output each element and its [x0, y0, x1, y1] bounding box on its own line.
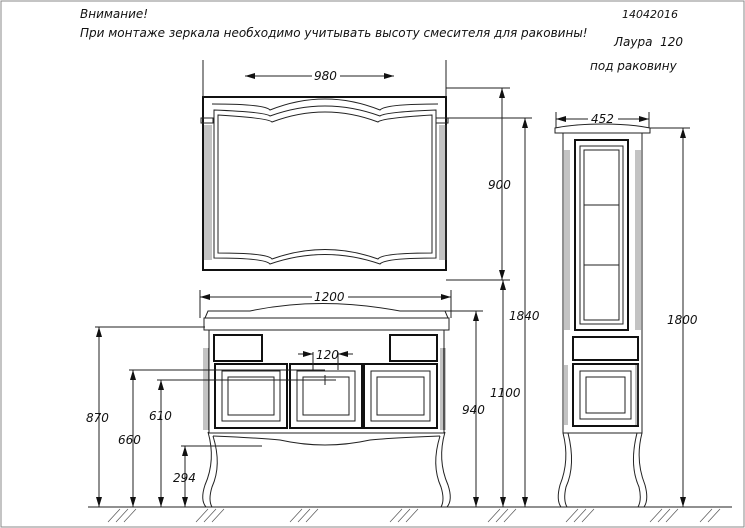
dim-label-452: 452	[591, 112, 614, 126]
dim-column-width: 452	[555, 112, 650, 128]
dim-vanity-height: 940	[400, 310, 485, 507]
dim-label-1200: 1200	[314, 290, 345, 304]
dim-siphon-spacing: 120	[298, 348, 353, 370]
drawing-date: 14042016	[622, 8, 678, 21]
dim-countertop-height: 870	[86, 326, 205, 507]
dim-vanity-width: 1200	[199, 290, 452, 318]
dim-leg-height: 294	[173, 445, 262, 507]
dim-label-1800: 1800	[667, 313, 698, 327]
dim-siphon-610: 610	[149, 375, 336, 507]
warning-text: При монтаже зеркала необходимо учитывать…	[80, 26, 588, 40]
floor-line	[88, 506, 732, 523]
dim-label-900: 900	[488, 178, 511, 192]
dim-label-940: 940	[462, 403, 485, 417]
dim-mirror-bottom-height: 1100	[490, 280, 521, 507]
dim-label-610: 610	[149, 409, 172, 423]
dim-mirror-height: 900	[446, 87, 511, 281]
tall-column-cabinet	[554, 123, 651, 508]
model-name: Лаура 120	[613, 35, 683, 49]
dim-label-120: 120	[316, 348, 339, 362]
dim-label-1100: 1100	[490, 386, 521, 400]
dim-label-980: 980	[314, 69, 337, 83]
dim-mirror-width: 980	[202, 60, 447, 97]
dim-siphon-660: 660	[118, 369, 325, 507]
vanity-cabinet	[202, 303, 451, 508]
dim-column-height: 1800	[650, 127, 698, 507]
cabinet-doors	[214, 363, 438, 429]
dim-label-1840: 1840	[509, 309, 540, 323]
dim-label-870: 870	[86, 411, 109, 425]
dim-label-294: 294	[173, 471, 196, 485]
model-subtitle: под раковину	[590, 59, 678, 73]
mirror	[200, 96, 449, 271]
warning-title: Внимание!	[80, 7, 148, 21]
dim-label-660: 660	[118, 433, 141, 447]
dim-mirror-top-height: 1840	[448, 117, 540, 507]
